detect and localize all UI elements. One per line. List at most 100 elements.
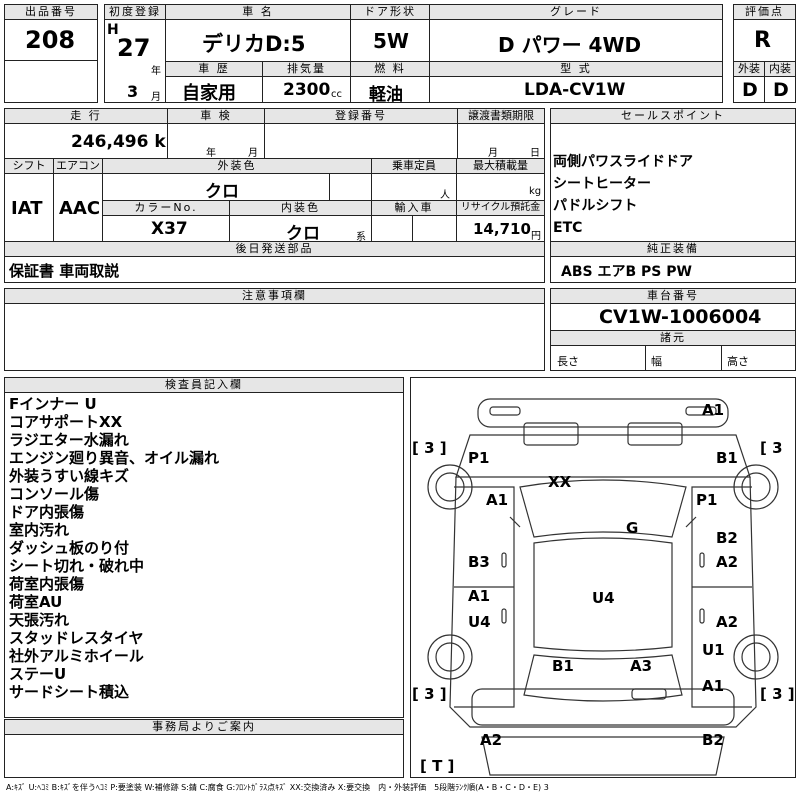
intcolor-value: クロ (286, 224, 320, 242)
tire-mark-tr: [ 3 (760, 439, 783, 457)
inspector-header: 検査員記入欄 (4, 377, 404, 393)
car-name: デリカD:5 (202, 32, 306, 56)
era: H (107, 22, 119, 38)
mark-b2-right: B2 (716, 529, 738, 547)
office-cell (4, 734, 404, 778)
history-header: 車 歴 (165, 61, 263, 77)
inspector-line: Fインナー U (9, 395, 97, 413)
inspector-line: コンソール傷 (9, 485, 100, 503)
ext-cell: D (733, 76, 765, 103)
inspector-line: エンジン廻り異音、オイル漏れ (9, 449, 220, 467)
tire-mark-tl: [ 3 ] (412, 439, 447, 457)
color-cell: クロ (102, 173, 372, 201)
ac-cell: AAC (53, 173, 103, 242)
history-cell: 自家用 (165, 76, 263, 103)
chassis-cell: CV1W-1006004 (550, 303, 796, 331)
intcolor-unit: 系 (356, 232, 366, 242)
later-cell: 保証書 車両取説 (4, 256, 545, 283)
mark-a1-left2: A1 (468, 587, 490, 605)
model-value: LDA-CV1W (524, 80, 626, 100)
import-header: 輸入車 (371, 200, 457, 216)
tire-mark-br: [ 3 ] (760, 685, 795, 703)
mark-u4-left: U4 (468, 613, 491, 631)
sales-header: セールスポイント (550, 108, 796, 124)
fuel-header: 燃 料 (350, 61, 430, 77)
shift-cell: IAT (4, 173, 54, 242)
inspector-line: ステーU (9, 665, 67, 683)
load-unit: kg (529, 186, 542, 197)
regno-cell (264, 123, 458, 159)
transfer-cell: 月 日 (457, 123, 545, 159)
tire-mark-bl: [ 3 ] (412, 685, 447, 703)
mark-a2-right2: A2 (716, 613, 738, 631)
transfer-header: 譲渡書類期限 (457, 108, 545, 124)
sales-item: パドルシフト (553, 198, 638, 214)
lot-blank (4, 60, 98, 103)
mark-a3-bottom: A3 (630, 657, 652, 675)
equip-value: ABS エアB PS PW (561, 264, 692, 280)
spec-length: 長さ (557, 355, 579, 368)
mileage-cell: 246,496 km (4, 123, 168, 159)
ac-value: AAC (59, 198, 101, 219)
month-unit: 月 (151, 92, 161, 103)
colorno-cell: X37 (102, 215, 230, 242)
reg-cell: H 27 年 3 月 (104, 19, 166, 103)
grade-cell: D パワー 4WD (429, 19, 723, 62)
cap-header: 乗車定員 (371, 158, 457, 174)
mark-b1-bottom: B1 (552, 657, 574, 675)
recycle-unit: 円 (531, 231, 541, 242)
score-value: R (754, 28, 771, 53)
history-value: 自家用 (182, 83, 236, 103)
ext-header: 外装 (733, 61, 765, 77)
later-header: 後日発送部品 (4, 241, 545, 257)
spec-header: 諸元 (550, 330, 796, 346)
grade-value: D パワー 4WD (498, 33, 642, 57)
mark-g: G (626, 519, 638, 537)
inspector-line: 社外アルミホイール (9, 647, 144, 665)
inspector-line: スタッドレスタイヤ (9, 629, 144, 647)
score-cell: R (733, 19, 796, 62)
car-diagram: A1 [ 3 ] [ 3 P1 B1 XX A1 P1 G B2 B3 A2 A… (410, 377, 796, 778)
int-value: D (773, 79, 789, 101)
inspector-line: サードシート積込 (9, 683, 130, 701)
mark-b3-left: B3 (468, 553, 490, 571)
name-cell: デリカD:5 (165, 19, 351, 62)
inspector-line: 荷室AU (9, 593, 63, 611)
inspect-header: 車 検 (167, 108, 265, 124)
inspector-line: シート切れ・破れ中 (9, 557, 145, 575)
load-header: 最大積載量 (456, 158, 545, 174)
mark-b2-bottom-right: B2 (702, 731, 724, 749)
equip-cell: ABS エアB PS PW (550, 256, 796, 283)
sales-item: ETC (553, 220, 583, 236)
inspector-line: ラジエター水漏れ (9, 431, 129, 449)
load-cell: kg (456, 173, 545, 201)
notes-cell (4, 303, 545, 371)
intcolor-cell: クロ 系 (229, 215, 372, 242)
mark-b1-right: B1 (716, 449, 738, 467)
mileage-header: 走 行 (4, 108, 168, 124)
sales-cell: 両側パワスライドドア シートヒーター パドルシフト ETC (550, 123, 796, 242)
inspector-cell: Fインナー U コアサポートXX ラジエター水漏れ エンジン廻り異音、オイル漏れ… (4, 392, 404, 718)
notes-header: 注意事項欄 (4, 288, 545, 304)
shift-header: シフト (4, 158, 54, 174)
sales-item: 両側パワスライドドア (553, 154, 693, 170)
lot-header: 出品番号 (4, 4, 98, 20)
inspector-line: 荷室内張傷 (9, 575, 85, 593)
grade-header: グレード (429, 4, 723, 20)
inspector-line: 天張汚れ (9, 611, 70, 629)
mark-p1-right: P1 (696, 491, 717, 509)
colorno-value: X37 (151, 219, 188, 239)
mileage-value: 246,496 km (71, 132, 167, 152)
recycle-value: 14,710 (473, 220, 531, 238)
int-header: 内装 (764, 61, 796, 77)
cap-cell: 人 (371, 173, 457, 201)
ac-header: エアコン (53, 158, 103, 174)
recycle-cell: 14,710 円 (456, 215, 545, 242)
reg-year: 27 (117, 34, 151, 62)
inspector-line: 外装うすい線キズ (9, 467, 130, 485)
tire-mark-spare: [ T ] (420, 757, 454, 775)
mark-u1-right: U1 (702, 641, 725, 659)
inspector-line: 室内汚れ (9, 521, 70, 539)
inspect-cell: 年 月 (167, 123, 265, 159)
equip-header: 純正装備 (550, 241, 796, 257)
